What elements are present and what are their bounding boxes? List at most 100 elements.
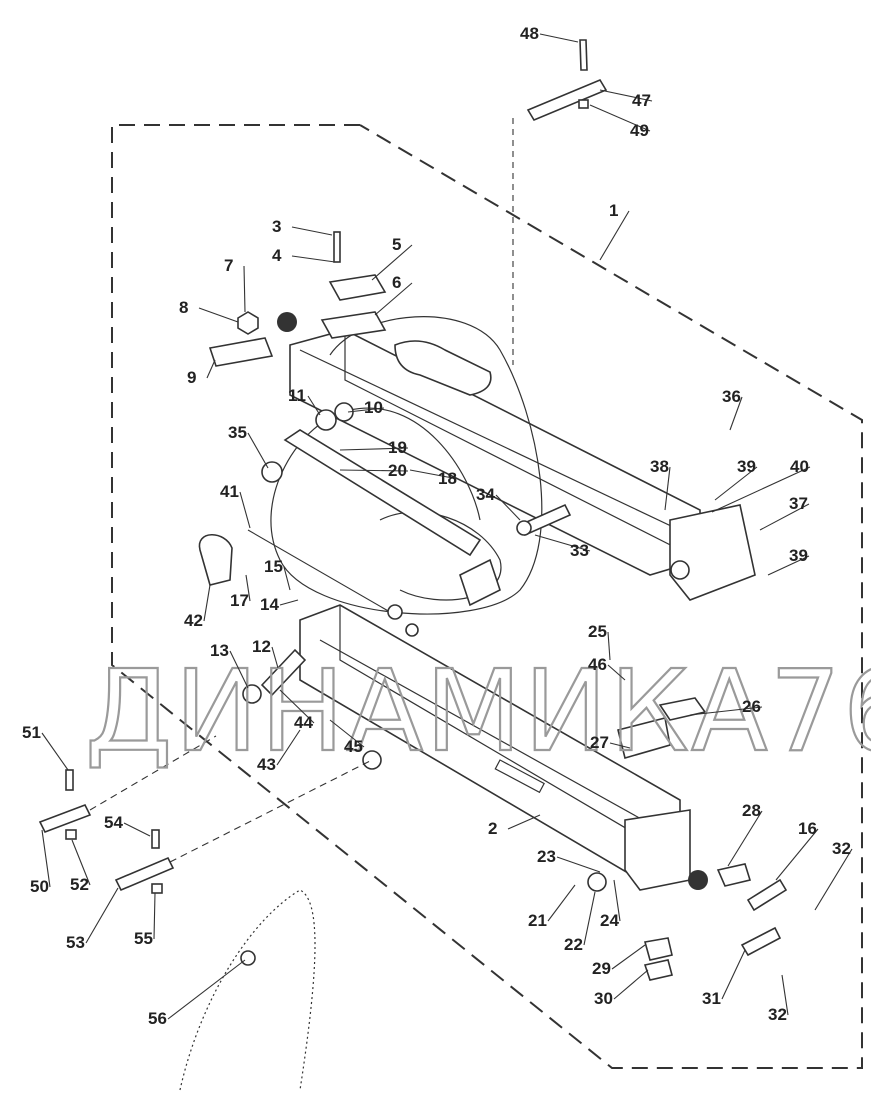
callout-42: 42 (184, 611, 203, 630)
leader-line (781, 974, 789, 1016)
callout-45: 45 (344, 737, 363, 756)
callout-24: 24 (600, 911, 619, 930)
leader-line (547, 884, 576, 922)
leader-line (609, 742, 631, 749)
leader-line (41, 732, 69, 771)
leader-line (607, 664, 626, 681)
pin-47 (526, 39, 608, 122)
pin-50 (38, 803, 92, 834)
leader-line (814, 848, 853, 911)
callout-26: 26 (742, 697, 761, 716)
callout-41: 41 (220, 482, 239, 501)
leader-line (153, 892, 156, 940)
assembly-boundary (111, 124, 863, 1069)
callout-44: 44 (294, 713, 313, 732)
callout-28: 28 (742, 801, 761, 820)
leader-line (239, 491, 251, 529)
callout-32: 32 (832, 839, 851, 858)
callout-6: 6 (392, 273, 401, 292)
callout-1: 1 (609, 201, 618, 220)
callout-30: 30 (594, 989, 613, 1008)
leader-line (664, 466, 671, 511)
plate-6 (320, 311, 387, 339)
leader-line (507, 814, 541, 830)
hose-loop (270, 316, 543, 615)
leader-line (589, 104, 651, 132)
callout-2: 2 (488, 819, 497, 838)
leader-line (714, 466, 758, 501)
leader-line (123, 822, 151, 837)
leader-line (556, 856, 601, 873)
leader-line (243, 265, 246, 313)
watermark: ДИНАМИКА76 (85, 647, 871, 777)
cylinder-eye (261, 461, 283, 483)
bracket-27 (617, 717, 671, 759)
leader-line (534, 534, 591, 552)
callout-19: 19 (388, 438, 407, 457)
leader-line (727, 810, 763, 867)
leader-line (689, 706, 763, 716)
callout-36: 36 (722, 387, 741, 406)
leader-line (229, 650, 249, 689)
callout-23: 23 (537, 847, 556, 866)
callout-32: 32 (768, 1005, 787, 1024)
callout-5: 5 (392, 235, 401, 254)
leader-line (329, 719, 365, 748)
leader-line (371, 244, 413, 281)
arm-outline (179, 889, 316, 1091)
leader-line (539, 33, 579, 43)
lower-boom (299, 604, 691, 891)
leader-line (71, 839, 91, 886)
leader-line (599, 210, 630, 261)
leader-line (279, 689, 315, 724)
bar-16 (746, 878, 788, 912)
leader-line (599, 89, 653, 102)
callout-43: 43 (257, 755, 276, 774)
leader-line (167, 959, 246, 1020)
callout-27: 27 (590, 733, 609, 752)
callout-54: 54 (104, 813, 123, 832)
callout-47: 47 (632, 91, 651, 110)
callout-34: 34 (476, 485, 495, 504)
callout-3: 3 (272, 217, 281, 236)
callout-15: 15 (264, 557, 283, 576)
leader-line (607, 631, 611, 661)
callout-52: 52 (70, 875, 89, 894)
leader-line (711, 466, 811, 513)
callout-4: 4 (272, 246, 282, 265)
clamp-42 (198, 534, 233, 586)
grease-ball (277, 312, 297, 332)
callout-8: 8 (179, 298, 188, 317)
leader-line (767, 555, 810, 576)
leader-line (374, 282, 413, 316)
callout-10: 10 (364, 398, 383, 417)
rod-41 (247, 529, 391, 613)
leader-line (41, 829, 51, 888)
callout-31: 31 (702, 989, 721, 1008)
leader-line (495, 494, 521, 521)
leader-line (775, 828, 819, 881)
leader-line (291, 255, 336, 263)
leader-line (583, 891, 596, 946)
plate-5 (328, 274, 387, 301)
callout-53: 53 (66, 933, 85, 952)
leader-line (276, 729, 301, 766)
leader-line (613, 879, 621, 922)
callout-37: 37 (789, 494, 808, 513)
callout-55: 55 (134, 929, 153, 948)
leader-line (759, 503, 810, 531)
bushing-13 (242, 684, 262, 704)
callout-9: 9 (187, 368, 196, 387)
leader-line (613, 969, 649, 1000)
callout-48: 48 (520, 24, 539, 43)
bar-31 (740, 926, 782, 957)
leader-line (347, 407, 385, 413)
callout-49: 49 (630, 121, 649, 140)
callout-18: 18 (438, 469, 457, 488)
leader-line (611, 944, 646, 970)
cylinder-block (459, 558, 501, 607)
callout-20: 20 (388, 461, 407, 480)
pin-12 (260, 648, 307, 697)
